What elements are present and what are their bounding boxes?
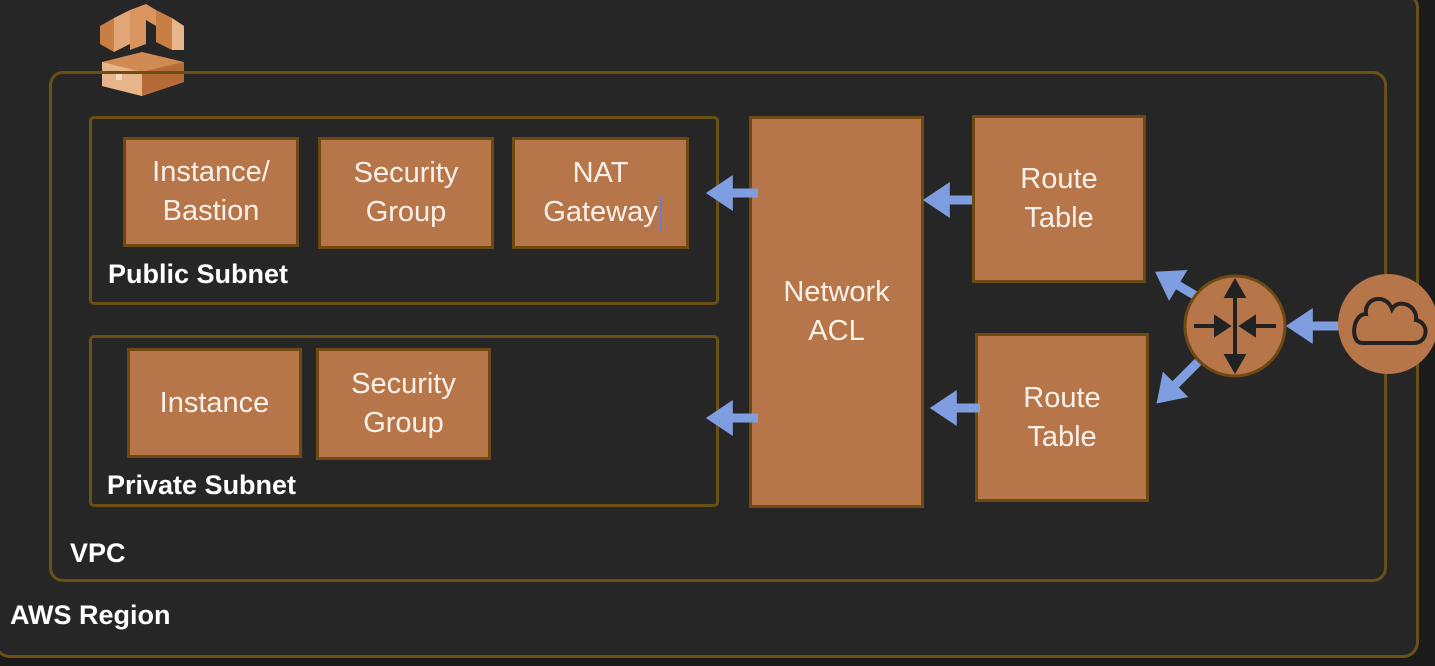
private-instance-box: Instance	[127, 348, 302, 458]
internet-gateway-cloud-icon	[1338, 274, 1435, 374]
public-subnet-label: Public Subnet	[108, 259, 289, 289]
private-subnet-label: Private Subnet	[107, 470, 297, 500]
aws-region-label: AWS Region	[10, 600, 171, 630]
instance-bastion-box: Instance/Bastion	[123, 137, 299, 247]
vpc-label: VPC	[70, 538, 126, 568]
text-cursor	[660, 196, 662, 232]
router-icon	[1183, 274, 1287, 378]
aws-region-container	[0, 0, 1419, 658]
arrow-router-to-rt-top	[1155, 270, 1199, 301]
arrow-router-to-rt-bottom	[1156, 358, 1202, 404]
